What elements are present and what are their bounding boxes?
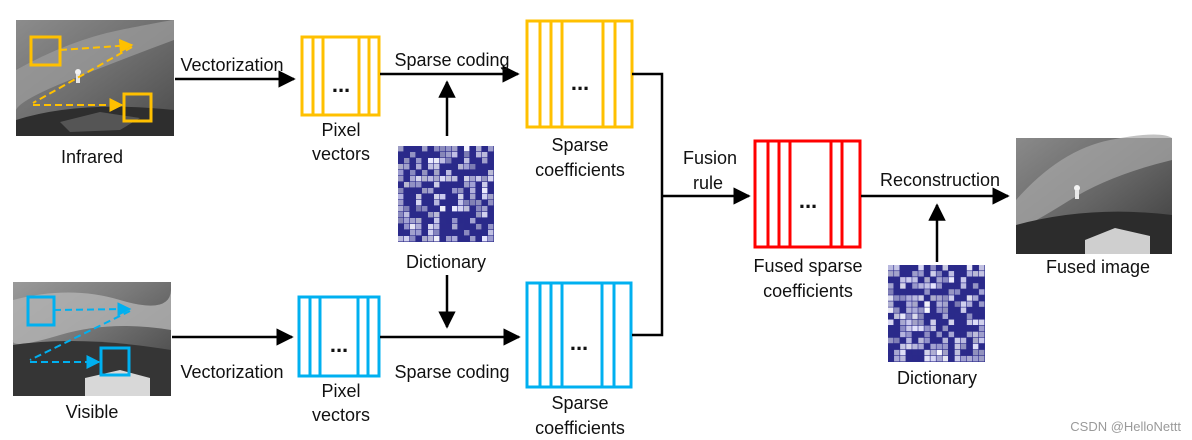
fused-coeff-block: [753, 139, 862, 249]
reconstruction-label: Reconstruction: [880, 170, 1000, 190]
fusion-rule-label-line2: rule: [693, 173, 723, 193]
vectorization-label-bottom: Vectorization: [180, 362, 283, 382]
pixel-vectors-label-bottom-line1: Pixel: [321, 381, 360, 401]
pixel-vectors-ellipsis-bottom: ...: [330, 332, 348, 357]
sparse-coding-label-top: Sparse coding: [394, 50, 509, 70]
sparse-coding-label-bottom: Sparse coding: [394, 362, 509, 382]
pixel-vectors-block-bottom: [297, 295, 381, 378]
sparse-coeff-ellipsis-top: ...: [571, 70, 589, 95]
sparse-coeff-block-top: [525, 19, 634, 129]
sparse-coeff-ellipsis-bottom: ...: [570, 330, 588, 355]
dictionary-image: [398, 146, 494, 242]
fused-image: [1016, 134, 1172, 254]
visible-caption: Visible: [66, 402, 119, 422]
fused-coeff-label-line2: coefficients: [763, 281, 853, 301]
fusion-rule-label-line1: Fusion: [683, 148, 737, 168]
pixel-vectors-label-bottom-line2: vectors: [312, 405, 370, 425]
merge-connector: [632, 72, 664, 337]
fused-image-caption: Fused image: [1046, 257, 1150, 277]
infrared-image: [16, 20, 174, 136]
sparse-coeff-label-bottom-line1: Sparse: [551, 393, 608, 413]
fused-coeff-ellipsis: ...: [799, 188, 817, 213]
pixel-vectors-label-top-line2: vectors: [312, 144, 370, 164]
fused-coeff-label-line1: Fused sparse: [753, 256, 862, 276]
pixel-vectors-block-top: [300, 35, 381, 117]
watermark: CSDN @HelloNettt: [1070, 419, 1181, 434]
infrared-caption: Infrared: [61, 147, 123, 167]
visible-image: [12, 282, 172, 396]
dictionary-label: Dictionary: [406, 252, 486, 272]
sparse-coeff-label-top-line1: Sparse: [551, 135, 608, 155]
pixel-vectors-ellipsis-top: ...: [332, 72, 350, 97]
sparse-coeff-label-bottom-line2: coefficients: [535, 418, 625, 438]
recon-dictionary-label: Dictionary: [897, 368, 977, 388]
vectorization-label-top: Vectorization: [180, 55, 283, 75]
recon-dictionary-image: [888, 265, 985, 362]
pixel-vectors-label-top-line1: Pixel: [321, 120, 360, 140]
sparse-coeff-label-top-line2: coefficients: [535, 160, 625, 180]
sparse-coeff-block-bottom: [525, 281, 633, 389]
